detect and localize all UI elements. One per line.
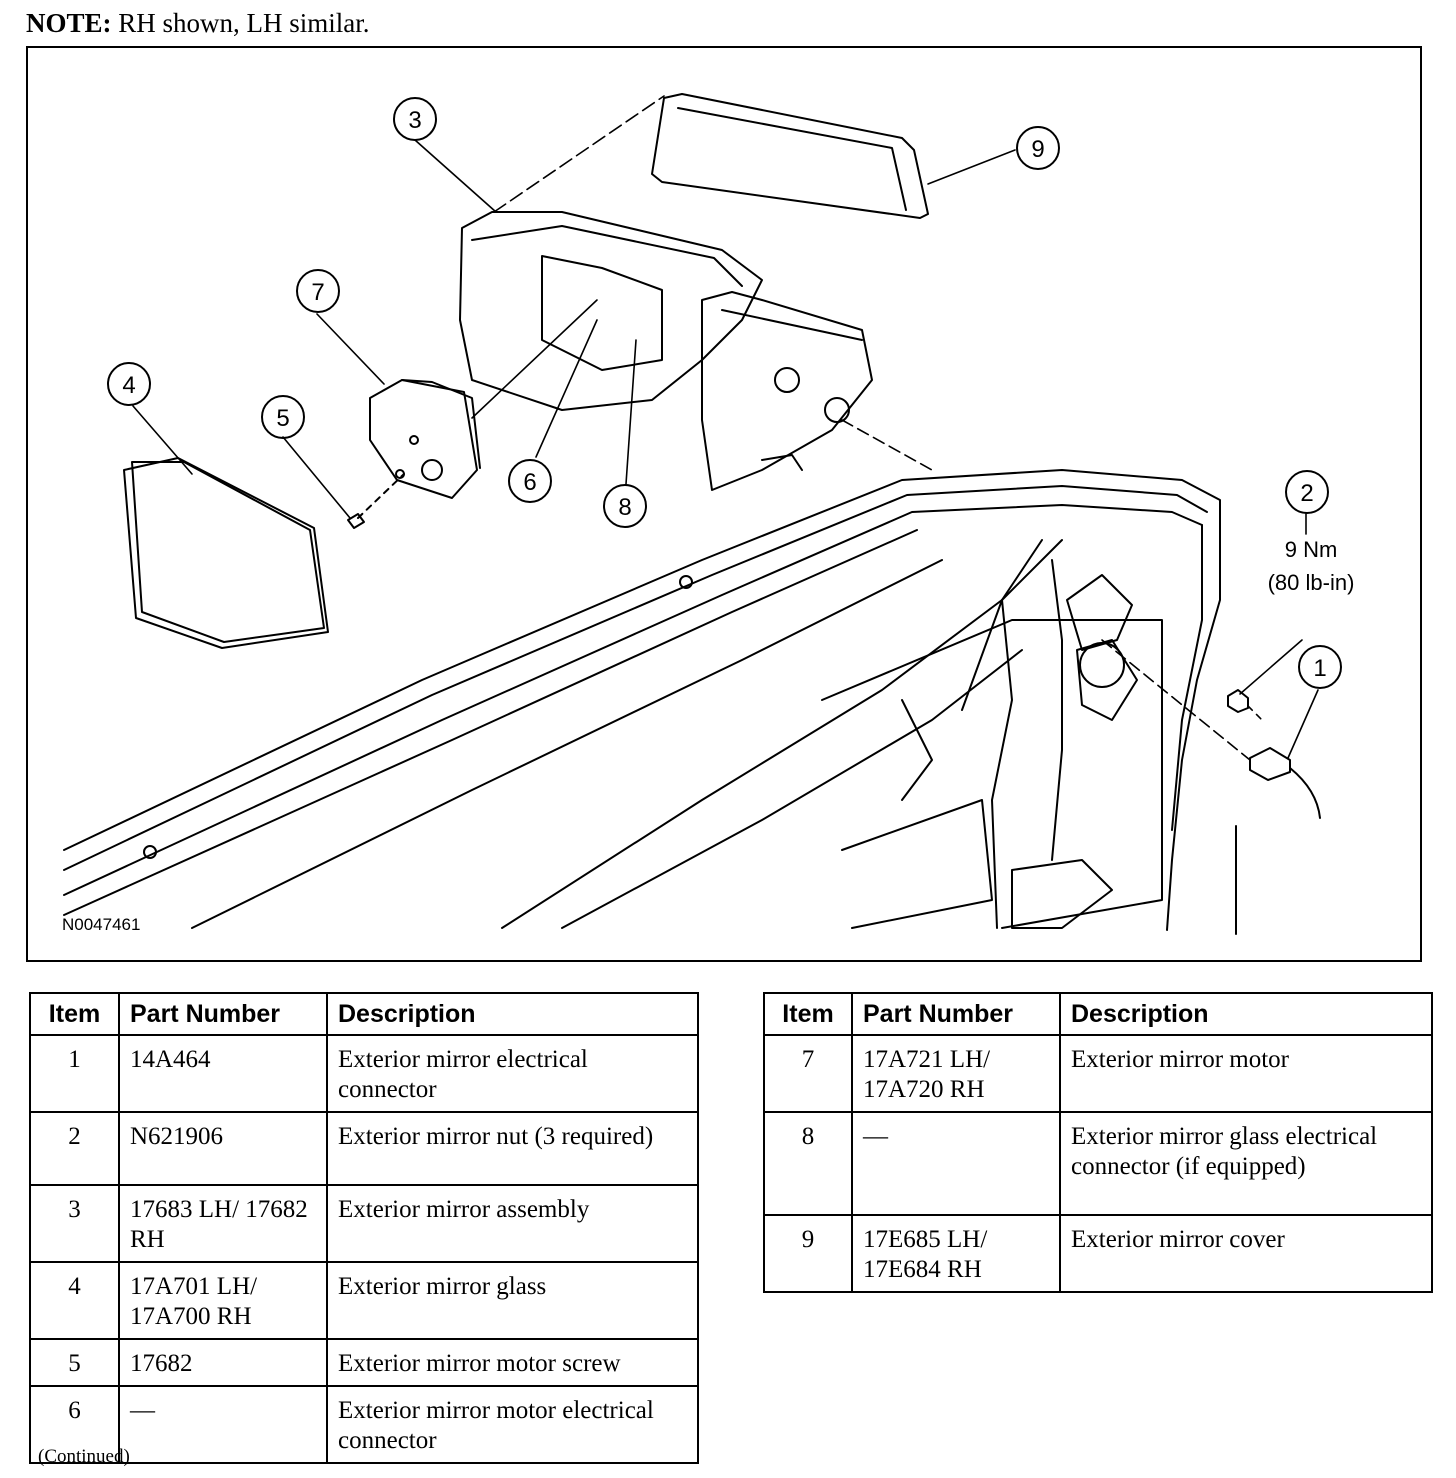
- callout-number-8: 8: [618, 494, 631, 521]
- connector-drawing: [1227, 689, 1321, 819]
- mirror-motor-drawing: [369, 379, 481, 499]
- item-number: 2: [29, 1111, 120, 1186]
- note-line: NOTE: RH shown, LH similar.: [26, 8, 370, 39]
- callout-circle-9: [1016, 126, 1060, 170]
- callout-circle-1: [1298, 645, 1342, 689]
- exploded-view-figure: 1 2 3 4 5 6 7 8 9 9 Nm (80 lb-in) N00474…: [26, 46, 1422, 962]
- part-description: Exterior mirror cover: [1059, 1214, 1433, 1293]
- note-text: RH shown, LH similar.: [111, 8, 370, 38]
- callout-circle-7: [296, 269, 340, 313]
- table-row: 9 17E685 LH/ 17E684 RH Exterior mirror c…: [763, 1214, 1433, 1293]
- item-number: 7: [763, 1034, 853, 1113]
- callout-circle-6: [508, 459, 552, 503]
- item-number: 6: [29, 1385, 120, 1464]
- figure-id-code: N0047461: [62, 915, 140, 934]
- table-row: 5 17682 Exterior mirror motor screw: [29, 1338, 699, 1387]
- item-number: 8: [763, 1111, 853, 1216]
- part-description: Exterior mirror motor: [1059, 1034, 1433, 1113]
- part-number: —: [118, 1385, 328, 1464]
- header-description: Description: [1059, 992, 1433, 1036]
- continued-note: (Continued): [38, 1446, 130, 1467]
- part-number: N621906: [118, 1111, 328, 1186]
- callout-circles: [107, 97, 1342, 689]
- parts-table-left: Item Part Number Description 1 14A464 Ex…: [29, 992, 699, 1464]
- table-row: 1 14A464 Exterior mirror electrical conn…: [29, 1034, 699, 1113]
- mirror-cover-drawing: [651, 93, 929, 219]
- table-header-row: Item Part Number Description: [29, 992, 699, 1036]
- item-number: 3: [29, 1184, 120, 1263]
- item-number: 4: [29, 1261, 120, 1340]
- parts-table-right: Item Part Number Description 7 17A721 LH…: [763, 992, 1433, 1293]
- part-number: —: [851, 1111, 1061, 1216]
- part-description: Exterior mirror electrical connector: [326, 1034, 699, 1113]
- torque-value: 9 Nm: [1285, 537, 1338, 562]
- header-part-number: Part Number: [851, 992, 1061, 1036]
- callout-number-7: 7: [311, 279, 324, 306]
- part-description: Exterior mirror motor electrical connect…: [326, 1385, 699, 1464]
- header-item: Item: [29, 992, 120, 1036]
- callout-number-6: 6: [523, 469, 536, 496]
- callout-circle-5: [261, 395, 305, 439]
- callout-number-5: 5: [276, 405, 289, 432]
- table-row: 8 — Exterior mirror glass electrical con…: [763, 1111, 1433, 1216]
- callout-circle-2: [1285, 470, 1329, 514]
- alignment-lines: [493, 95, 1303, 761]
- mirror-glass-drawing: [123, 457, 329, 649]
- callout-number-3: 3: [408, 107, 421, 134]
- part-description: Exterior mirror nut (3 required): [326, 1111, 699, 1186]
- motor-screw-drawing: [347, 473, 405, 529]
- header-description: Description: [326, 992, 699, 1036]
- table-row: 6 — Exterior mirror motor electrical con…: [29, 1385, 699, 1464]
- mirror-housing-drawing: [459, 211, 873, 491]
- callout-number-4: 4: [122, 372, 135, 399]
- part-number: 17683 LH/ 17682 RH: [118, 1184, 328, 1263]
- torque-alt-value: (80 lb-in): [1268, 570, 1355, 595]
- mirror-assembly-illustration: 1 2 3 4 5 6 7 8 9 9 Nm (80 lb-in) N00474…: [62, 93, 1355, 935]
- part-description: Exterior mirror motor screw: [326, 1338, 699, 1387]
- door-frame-drawing: [63, 469, 1237, 935]
- header-part-number: Part Number: [118, 992, 328, 1036]
- callout-number-1: 1: [1313, 655, 1326, 682]
- item-number: 1: [29, 1034, 120, 1113]
- callout-leader-lines: [132, 139, 1319, 759]
- callout-number-9: 9: [1031, 136, 1044, 163]
- part-number: 17A721 LH/ 17A720 RH: [851, 1034, 1061, 1113]
- part-number: 17682: [118, 1338, 328, 1387]
- callout-circle-3: [393, 97, 437, 141]
- table-row: 4 17A701 LH/ 17A700 RH Exterior mirror g…: [29, 1261, 699, 1340]
- part-number: 17A701 LH/ 17A700 RH: [118, 1261, 328, 1340]
- part-number: 17E685 LH/ 17E684 RH: [851, 1214, 1061, 1293]
- header-item: Item: [763, 992, 853, 1036]
- table-row: 7 17A721 LH/ 17A720 RH Exterior mirror m…: [763, 1034, 1433, 1113]
- callout-circle-4: [107, 362, 151, 406]
- callout-number-2: 2: [1300, 480, 1313, 507]
- part-description: Exterior mirror assembly: [326, 1184, 699, 1263]
- table-header-row: Item Part Number Description: [763, 992, 1433, 1036]
- item-number: 9: [763, 1214, 853, 1293]
- table-row: 2 N621906 Exterior mirror nut (3 require…: [29, 1111, 699, 1186]
- part-description: Exterior mirror glass: [326, 1261, 699, 1340]
- table-row: 3 17683 LH/ 17682 RH Exterior mirror ass…: [29, 1184, 699, 1263]
- part-description: Exterior mirror glass electrical connect…: [1059, 1111, 1433, 1216]
- note-label: NOTE:: [26, 8, 112, 38]
- item-number: 5: [29, 1338, 120, 1387]
- callout-circle-8: [603, 484, 647, 528]
- part-number: 14A464: [118, 1034, 328, 1113]
